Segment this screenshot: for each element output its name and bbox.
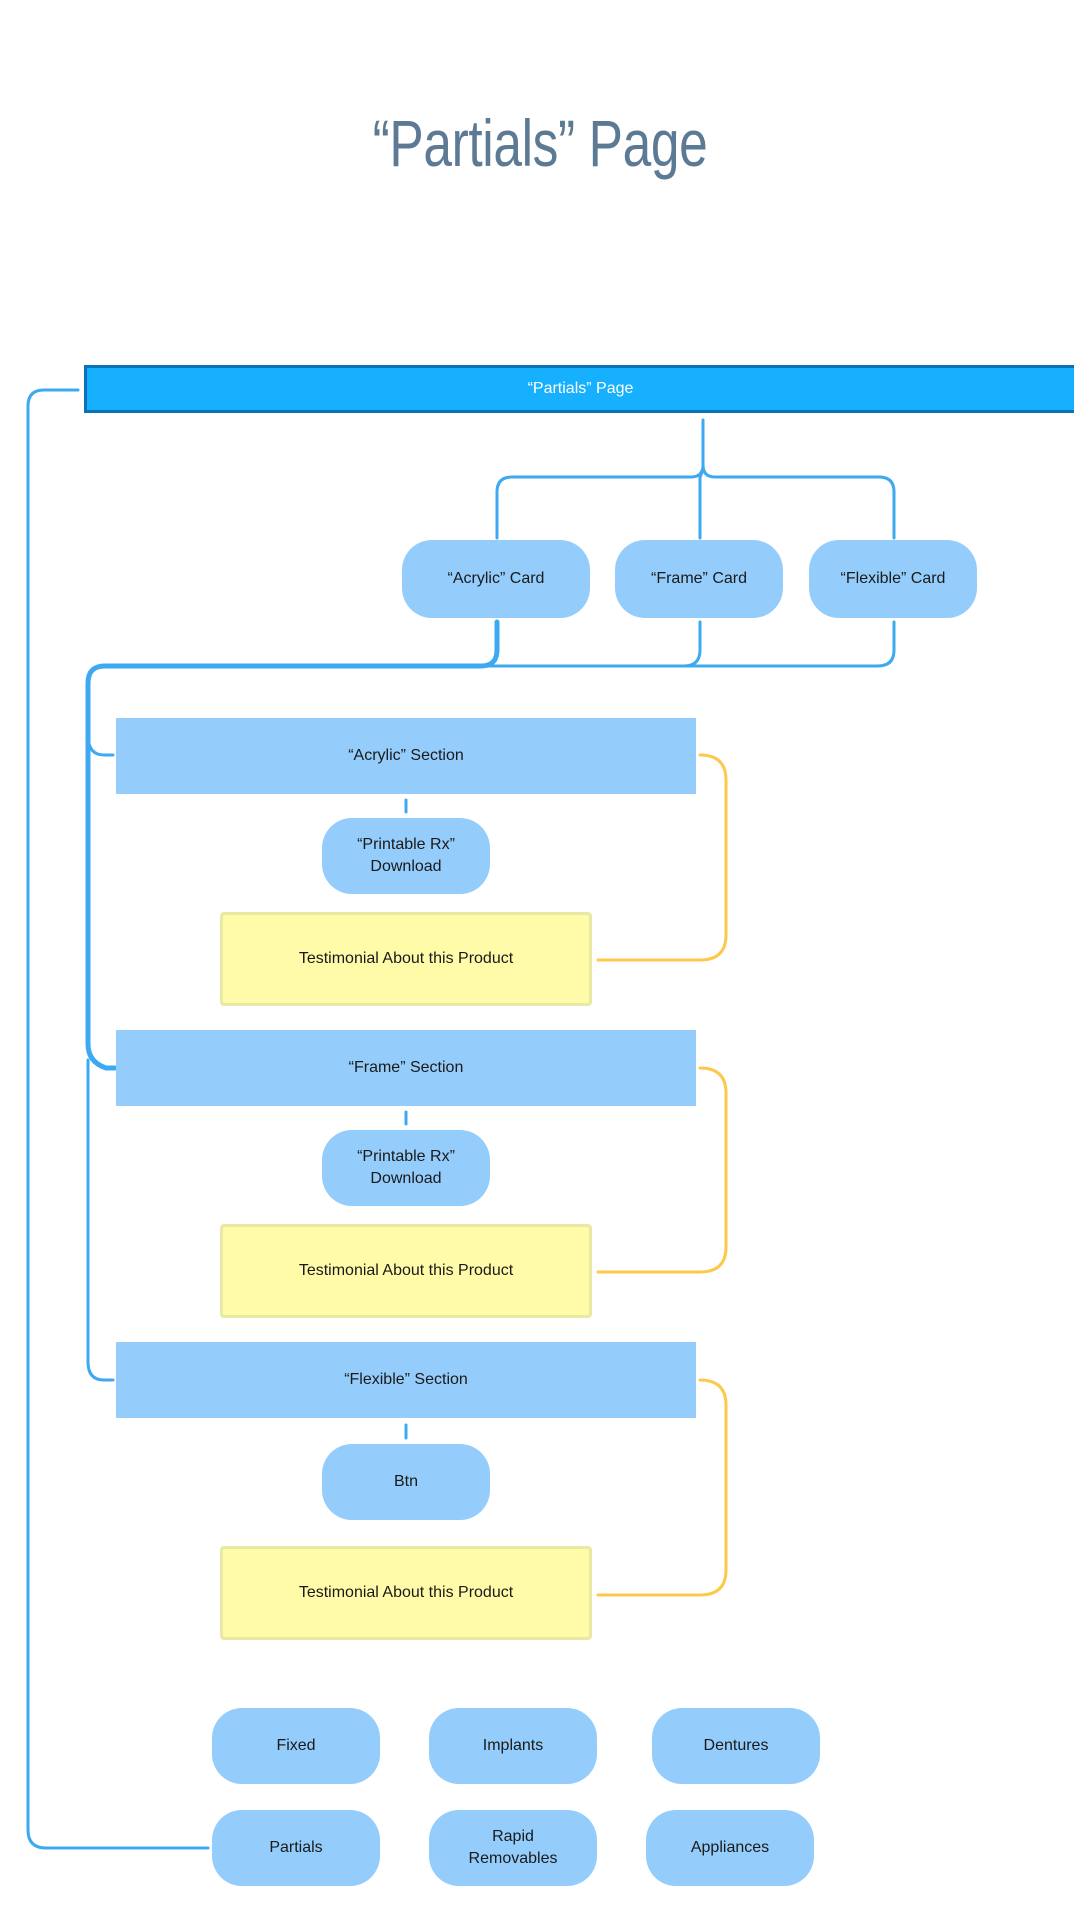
dentures-node: Dentures (652, 1708, 820, 1784)
root-to-cards-connector (495, 418, 705, 540)
testimonial-bracket (596, 753, 728, 962)
frame-section-node: “Frame” Section (116, 1030, 696, 1106)
appliances-node: Appliances (646, 1810, 814, 1886)
implants-node: Implants (429, 1708, 597, 1784)
cards-to-bus-connector (658, 620, 896, 668)
acrylic-card-node: “Acrylic” Card (402, 540, 590, 618)
flexible-section-node: “Flexible” Section (116, 1342, 696, 1418)
testimonial-node: Testimonial About this Product (220, 1546, 592, 1640)
bus-to-acrylic-connector (86, 733, 115, 757)
testimonial-node: Testimonial About this Product (220, 912, 592, 1006)
root-page-node: “Partials” Page (84, 365, 1074, 413)
root-to-cards-connector (698, 468, 705, 540)
partials-node: Partials (212, 1810, 380, 1886)
fixed-node: Fixed (212, 1708, 380, 1784)
cards-to-bus-connector (448, 620, 702, 668)
page-title: “Partials” Page (372, 106, 708, 180)
rapid-removables-node: Rapid Removables (429, 1810, 597, 1886)
testimonial-bracket (596, 1378, 728, 1597)
frame-card-node: “Frame” Card (615, 540, 783, 618)
testimonial-node: Testimonial About this Product (220, 1224, 592, 1318)
printable-rx-download-node: “Printable Rx” Download (322, 1130, 490, 1206)
acrylic-section-node: “Acrylic” Section (116, 718, 696, 794)
testimonial-bracket (596, 1066, 728, 1274)
cards-to-bus-connector (85, 619, 500, 1071)
btn-node: Btn (322, 1444, 490, 1520)
root-to-cards-connector (701, 463, 896, 540)
flexible-card-node: “Flexible” Card (809, 540, 977, 618)
printable-rx-download-node: “Printable Rx” Download (322, 818, 490, 894)
bus-to-flexible-connector (86, 1058, 115, 1382)
root-to-partials-connector (26, 388, 210, 1850)
